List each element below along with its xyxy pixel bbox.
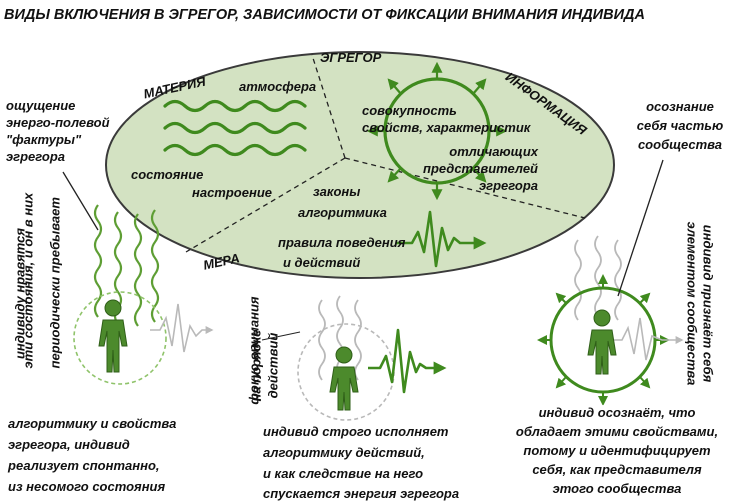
right-bottom-1: индивид осознаёт, что [504,405,730,420]
center-vertical-3: действий [265,332,281,399]
center-callout-line [261,331,301,341]
left-vertical-3: периодически пребывает [47,197,63,369]
center-bottom-3: и как следствие на него [262,466,425,481]
left-callout-line-2: энерго-полевой [6,115,110,130]
left-vertical-2: эти состояния, и он в них [20,192,36,369]
center-vertical-2: на порядке [248,329,264,402]
center-pulse-icon [368,328,447,394]
right-bottom-5: этого сообщества [504,481,730,496]
dashed-circle-icon [73,291,167,385]
mera-line-3: правила поведения [278,235,406,250]
mera-line-2: алгоритмика [298,205,387,220]
left-person-icon [98,299,128,373]
egregor-ellipse [105,51,615,279]
center-bottom-4: спускается энергия эгрегора [262,486,461,501]
materia-item-atmosfera: атмосфера [239,79,317,94]
materia-item-sostoyanie: состояние [131,167,204,182]
left-bottom-1: алгоритмику и свойства [7,416,178,431]
center-person-icon [329,346,359,411]
left-bottom-4: из несомого состояния [7,479,167,494]
info-line-5: эгрегора [478,178,538,193]
sector-dividers [185,54,586,253]
left-bottom-3: реализует спонтанно, [7,458,161,473]
left-callout-line-4: эгрегора [6,149,66,164]
right-bottom-3: потому и идентифицирует [504,443,730,458]
right-bottom-4: себя, как представителя [504,462,730,477]
right-callout-line-3: сообщества [637,137,723,152]
pulse-arrow-icon [396,210,487,268]
egregor-label: ЭГРЕГОР [320,50,382,65]
center-bottom-1: индивид строго исполняет [262,424,450,439]
right-bottom-2: обладает этими свойствами, [504,424,730,439]
center-bottom-2: алгоритмику действий, [262,445,426,460]
right-callout-line-1: осознание [646,99,714,114]
right-vertical-2: элементом сообщества [684,221,700,386]
wave-icon [163,99,307,157]
page-title: ВИДЫ ВКЛЮЧЕНИЯ В ЭГРЕГОР, ЗАВИСИМОСТИ ОТ… [4,7,645,23]
mera-line-1: законы [313,184,361,199]
right-wave-streams [574,235,622,321]
right-pulse [610,317,684,361]
info-line-3: отличающих [449,144,538,159]
info-line-4: представителей [423,161,538,176]
mera-line-4: и действий [283,255,361,270]
right-person-icon [587,309,617,375]
right-callout-line-2: себя частью [636,118,724,133]
left-callout-line [62,171,99,231]
left-bottom-2: эгрегора, индивид [7,437,131,452]
right-vertical-1: индивид признаёт себя [700,224,716,383]
materia-item-nastroenie: настроение [192,185,273,200]
right-callout-line [617,159,664,297]
left-callout-line-3: "фактуры" [6,132,82,147]
left-callout-line-1: ощущение [6,98,76,113]
info-line-1: совокупность [362,103,457,118]
left-pulse [150,303,214,353]
cycle-arrows-icon [366,61,508,201]
info-line-2: свойств, характеристик [362,120,531,135]
